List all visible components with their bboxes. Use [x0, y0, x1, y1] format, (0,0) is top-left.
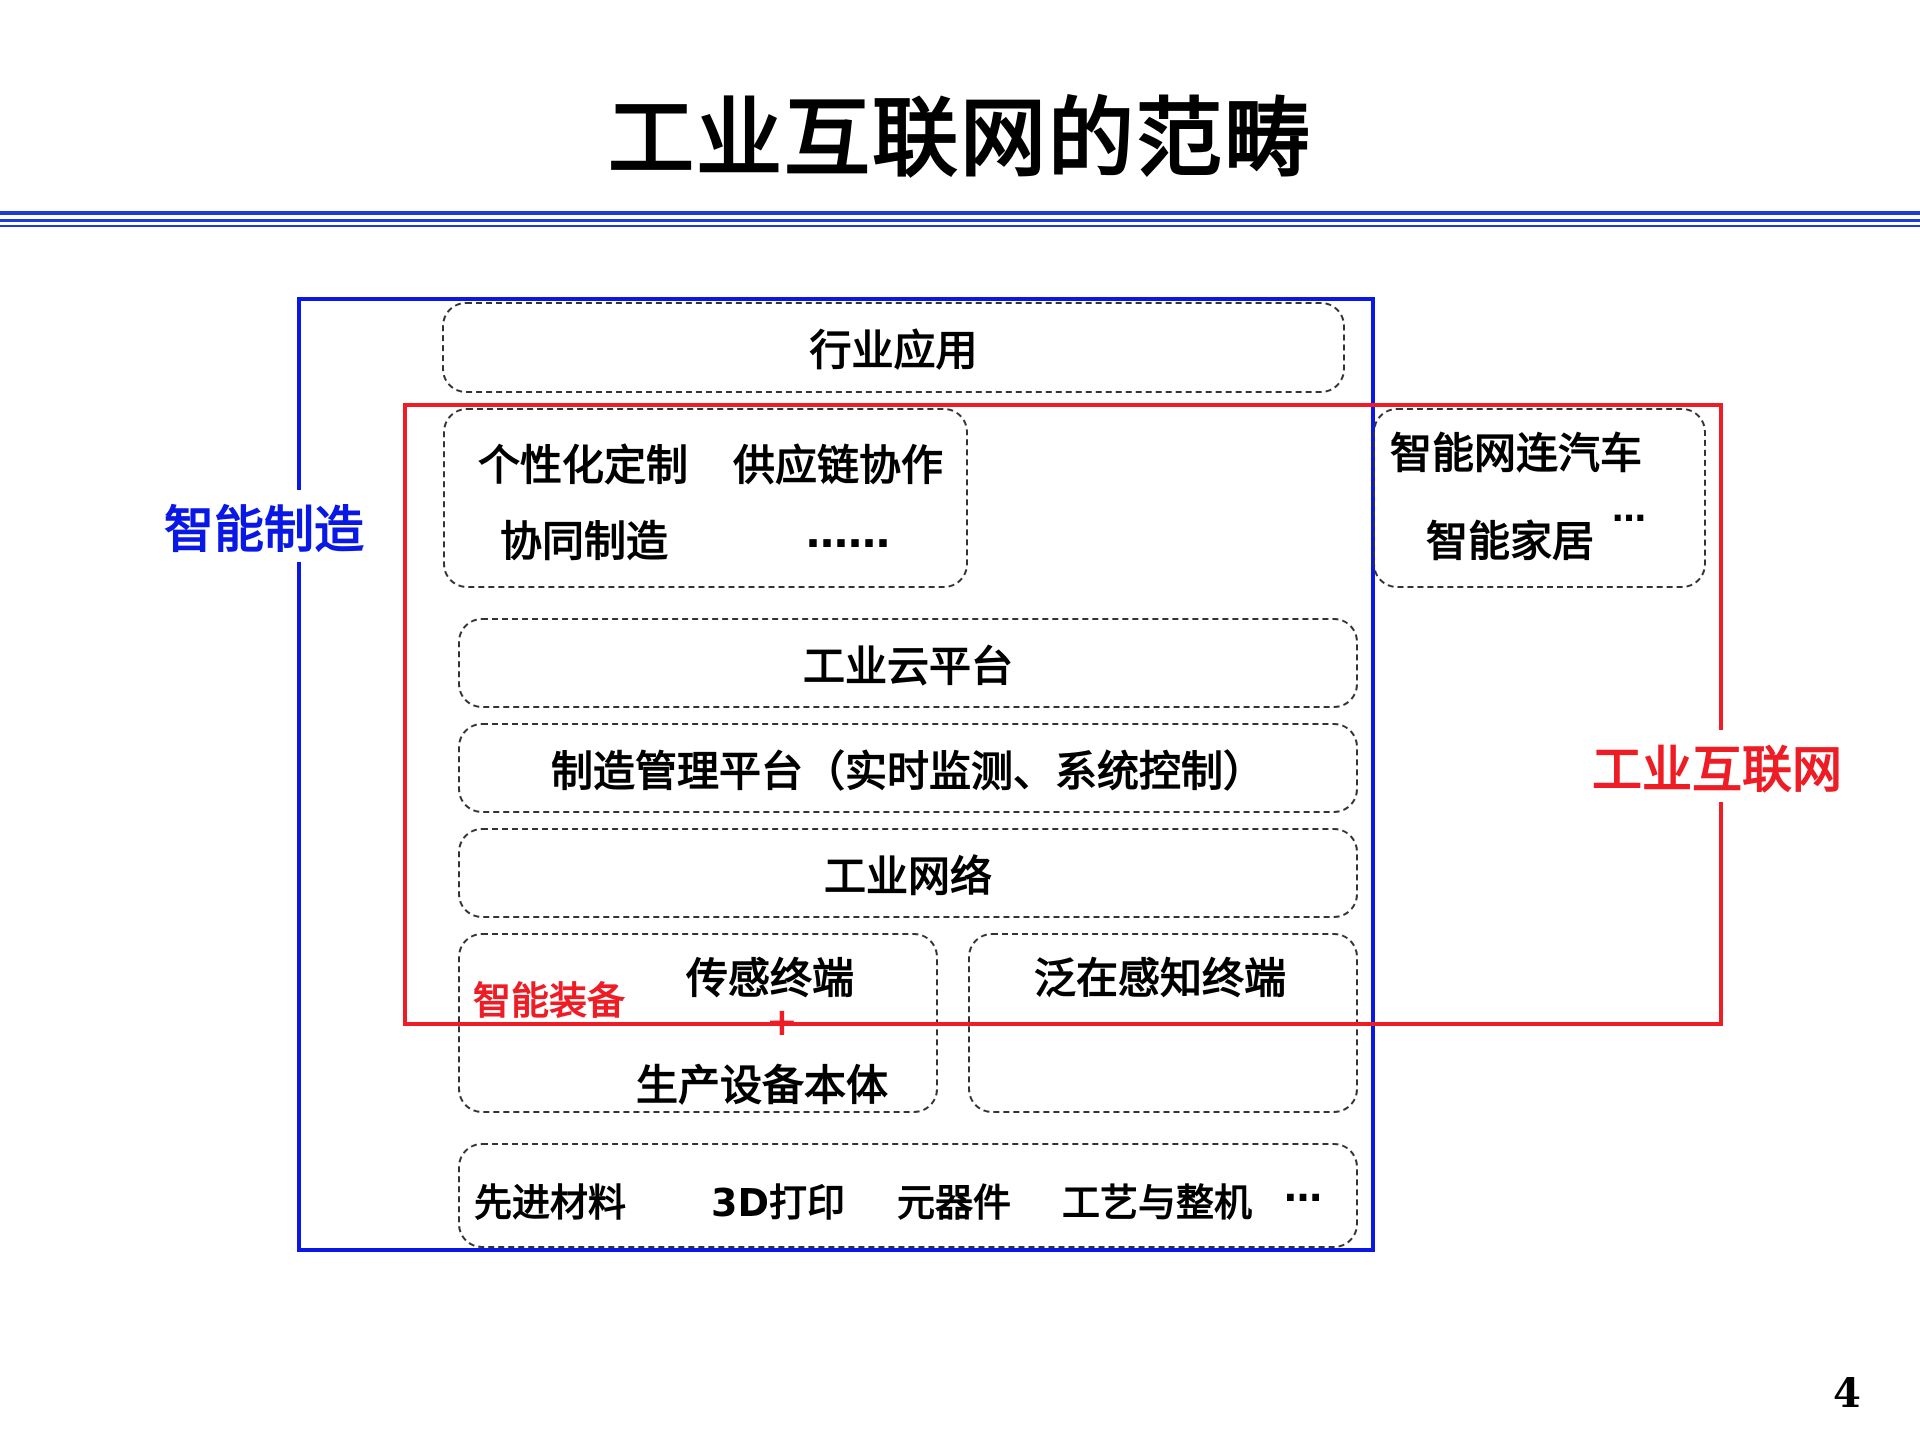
title-rule-line-3 — [0, 225, 1920, 227]
external-applications-box — [1373, 408, 1706, 588]
collaborative-manufacturing-label: 协同制造 — [500, 517, 669, 566]
production-equipment-label: 生产设备本体 — [636, 1061, 889, 1110]
smart-manufacturing-frame — [297, 297, 1375, 1252]
sensor-terminal-label: 传感终端 — [686, 954, 855, 1003]
cloud-platform-box: 工业云平台 — [458, 618, 1358, 708]
industrial-network-box: 工业网络 — [458, 828, 1358, 918]
advanced-materials-label: 先进材料 — [474, 1181, 627, 1225]
external-ellipsis: … — [1612, 490, 1646, 530]
customization-label: 个性化定制 — [478, 441, 689, 490]
foundation-ellipsis: … — [1284, 1166, 1322, 1210]
supply-chain-label: 供应链协作 — [733, 441, 944, 490]
foundation-box — [458, 1143, 1358, 1248]
3d-printing-label: 3D打印 — [711, 1181, 845, 1225]
industrial-internet-frame — [403, 403, 1723, 1026]
ubiquitous-terminal-label: 泛在感知终端 — [1034, 954, 1287, 1003]
industrial-network-label: 工业网络 — [823, 851, 992, 901]
industrial-internet-label: 工业互联网 — [1590, 730, 1844, 802]
plus-sign: + — [766, 1000, 798, 1044]
mfg-platform-box: 制造管理平台（实时监测、系统控制） — [458, 723, 1358, 813]
title-rule-line-1 — [0, 211, 1920, 215]
mfg-platform-label: 制造管理平台（实时监测、系统控制） — [550, 746, 1265, 796]
industry-application-box: 行业应用 — [442, 302, 1345, 393]
connected-car-label: 智能网连汽车 — [1390, 429, 1643, 478]
page-title: 工业互联网的范畴 — [608, 89, 1312, 189]
application-scenarios-box — [443, 408, 968, 588]
industry-application-label: 行业应用 — [809, 326, 978, 375]
page-number: 4 — [1833, 1370, 1861, 1417]
title-rule-line-2 — [0, 219, 1920, 222]
process-machine-label: 工艺与整机 — [1062, 1181, 1253, 1225]
components-label: 元器件 — [897, 1181, 1012, 1225]
smart-manufacturing-label: 智能制造 — [162, 490, 366, 562]
cloud-platform-label: 工业云平台 — [802, 641, 1013, 691]
applications-ellipsis: …… — [806, 508, 890, 557]
smart-equipment-label: 智能装备 — [473, 979, 626, 1023]
smart-home-label: 智能家居 — [1426, 517, 1595, 566]
